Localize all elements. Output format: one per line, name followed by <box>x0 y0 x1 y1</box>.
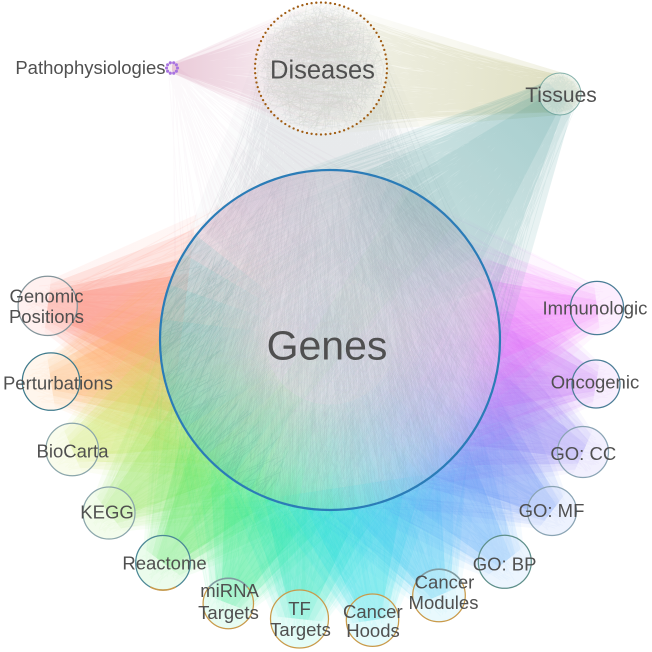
svg-text:Targets: Targets <box>270 619 331 640</box>
svg-text:Targets: Targets <box>198 602 259 623</box>
svg-text:Cancer: Cancer <box>343 601 403 622</box>
svg-text:Immunologic: Immunologic <box>543 298 648 319</box>
svg-text:BioCarta: BioCarta <box>37 441 110 462</box>
svg-text:Positions: Positions <box>9 306 84 327</box>
svg-text:GO: CC: GO: CC <box>550 443 616 464</box>
svg-text:Hoods: Hoods <box>346 620 399 641</box>
svg-text:Reactome: Reactome <box>122 553 206 574</box>
svg-text:Genomic: Genomic <box>9 286 83 307</box>
svg-text:Cancer: Cancer <box>415 571 475 592</box>
svg-text:Genes: Genes <box>267 322 388 368</box>
svg-text:GO: BP: GO: BP <box>473 553 537 574</box>
svg-text:GO: MF: GO: MF <box>519 500 585 521</box>
svg-text:KEGG: KEGG <box>80 502 133 523</box>
svg-text:Oncogenic: Oncogenic <box>551 372 639 393</box>
svg-text:Pathophysiologies: Pathophysiologies <box>15 57 165 78</box>
svg-text:Modules: Modules <box>409 592 479 613</box>
svg-text:Tissues: Tissues <box>525 84 597 107</box>
svg-text:Perturbations: Perturbations <box>3 373 113 394</box>
svg-text:miRNA: miRNA <box>200 580 259 601</box>
svg-text:TF: TF <box>288 598 311 619</box>
svg-text:Diseases: Diseases <box>270 56 375 84</box>
